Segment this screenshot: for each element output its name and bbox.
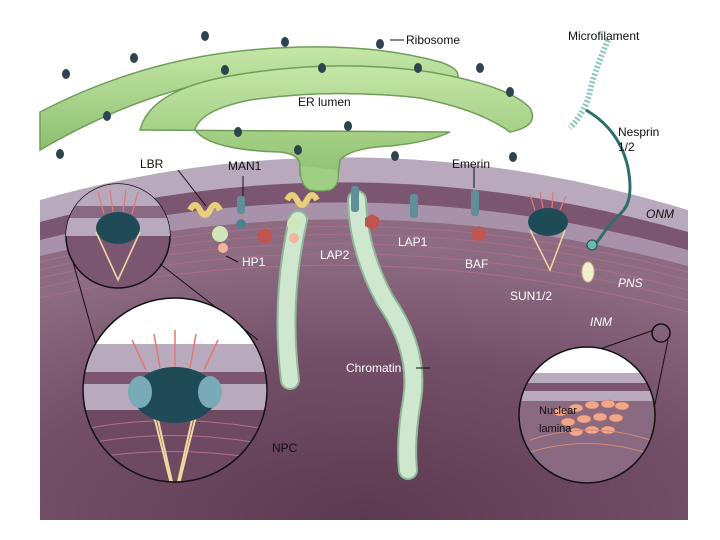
label-lap1: LAP1 bbox=[398, 235, 428, 249]
label-inm: INM bbox=[590, 315, 612, 329]
labels: Ribosome Microfilament ER lumen Nesprin … bbox=[140, 29, 674, 455]
endoplasmic-reticulum bbox=[39, 46, 534, 192]
label-lamina-line1: Nuclear bbox=[539, 405, 577, 417]
npc-small bbox=[528, 191, 568, 272]
label-lap2: LAP2 bbox=[320, 248, 350, 262]
label-er-lumen: ER lumen bbox=[298, 95, 351, 109]
label-ribosome: Ribosome bbox=[406, 33, 460, 47]
label-npc: NPC bbox=[272, 441, 298, 455]
man1-protein bbox=[236, 196, 272, 244]
leader-lines bbox=[177, 39, 475, 369]
label-nesprin-num: 1/2 bbox=[618, 140, 635, 154]
inm-zoom-marker bbox=[651, 323, 671, 343]
microfilament bbox=[567, 38, 611, 131]
label-baf: BAF bbox=[465, 257, 488, 271]
label-microfilament: Microfilament bbox=[568, 29, 640, 43]
label-nesprin: Nesprin bbox=[618, 125, 659, 139]
lap-proteins bbox=[284, 186, 486, 243]
nesprin-fiber bbox=[585, 108, 632, 251]
label-lbr: LBR bbox=[140, 157, 164, 171]
npc-large-inset bbox=[82, 297, 268, 483]
label-lamina-line2: lamina bbox=[539, 423, 572, 435]
label-chromatin: Chromatin bbox=[346, 361, 401, 375]
lbr-protein bbox=[187, 202, 228, 253]
label-man1: MAN1 bbox=[228, 159, 262, 173]
label-hp1: HP1 bbox=[242, 255, 266, 269]
label-sun: SUN1/2 bbox=[510, 289, 552, 303]
sun-protein bbox=[581, 261, 595, 283]
nesprin-kash bbox=[586, 239, 598, 251]
label-pns: PNS bbox=[618, 276, 643, 290]
ribosomes bbox=[56, 31, 517, 162]
label-onm: ONM bbox=[646, 207, 674, 221]
label-emerin: Emerin bbox=[452, 157, 490, 171]
